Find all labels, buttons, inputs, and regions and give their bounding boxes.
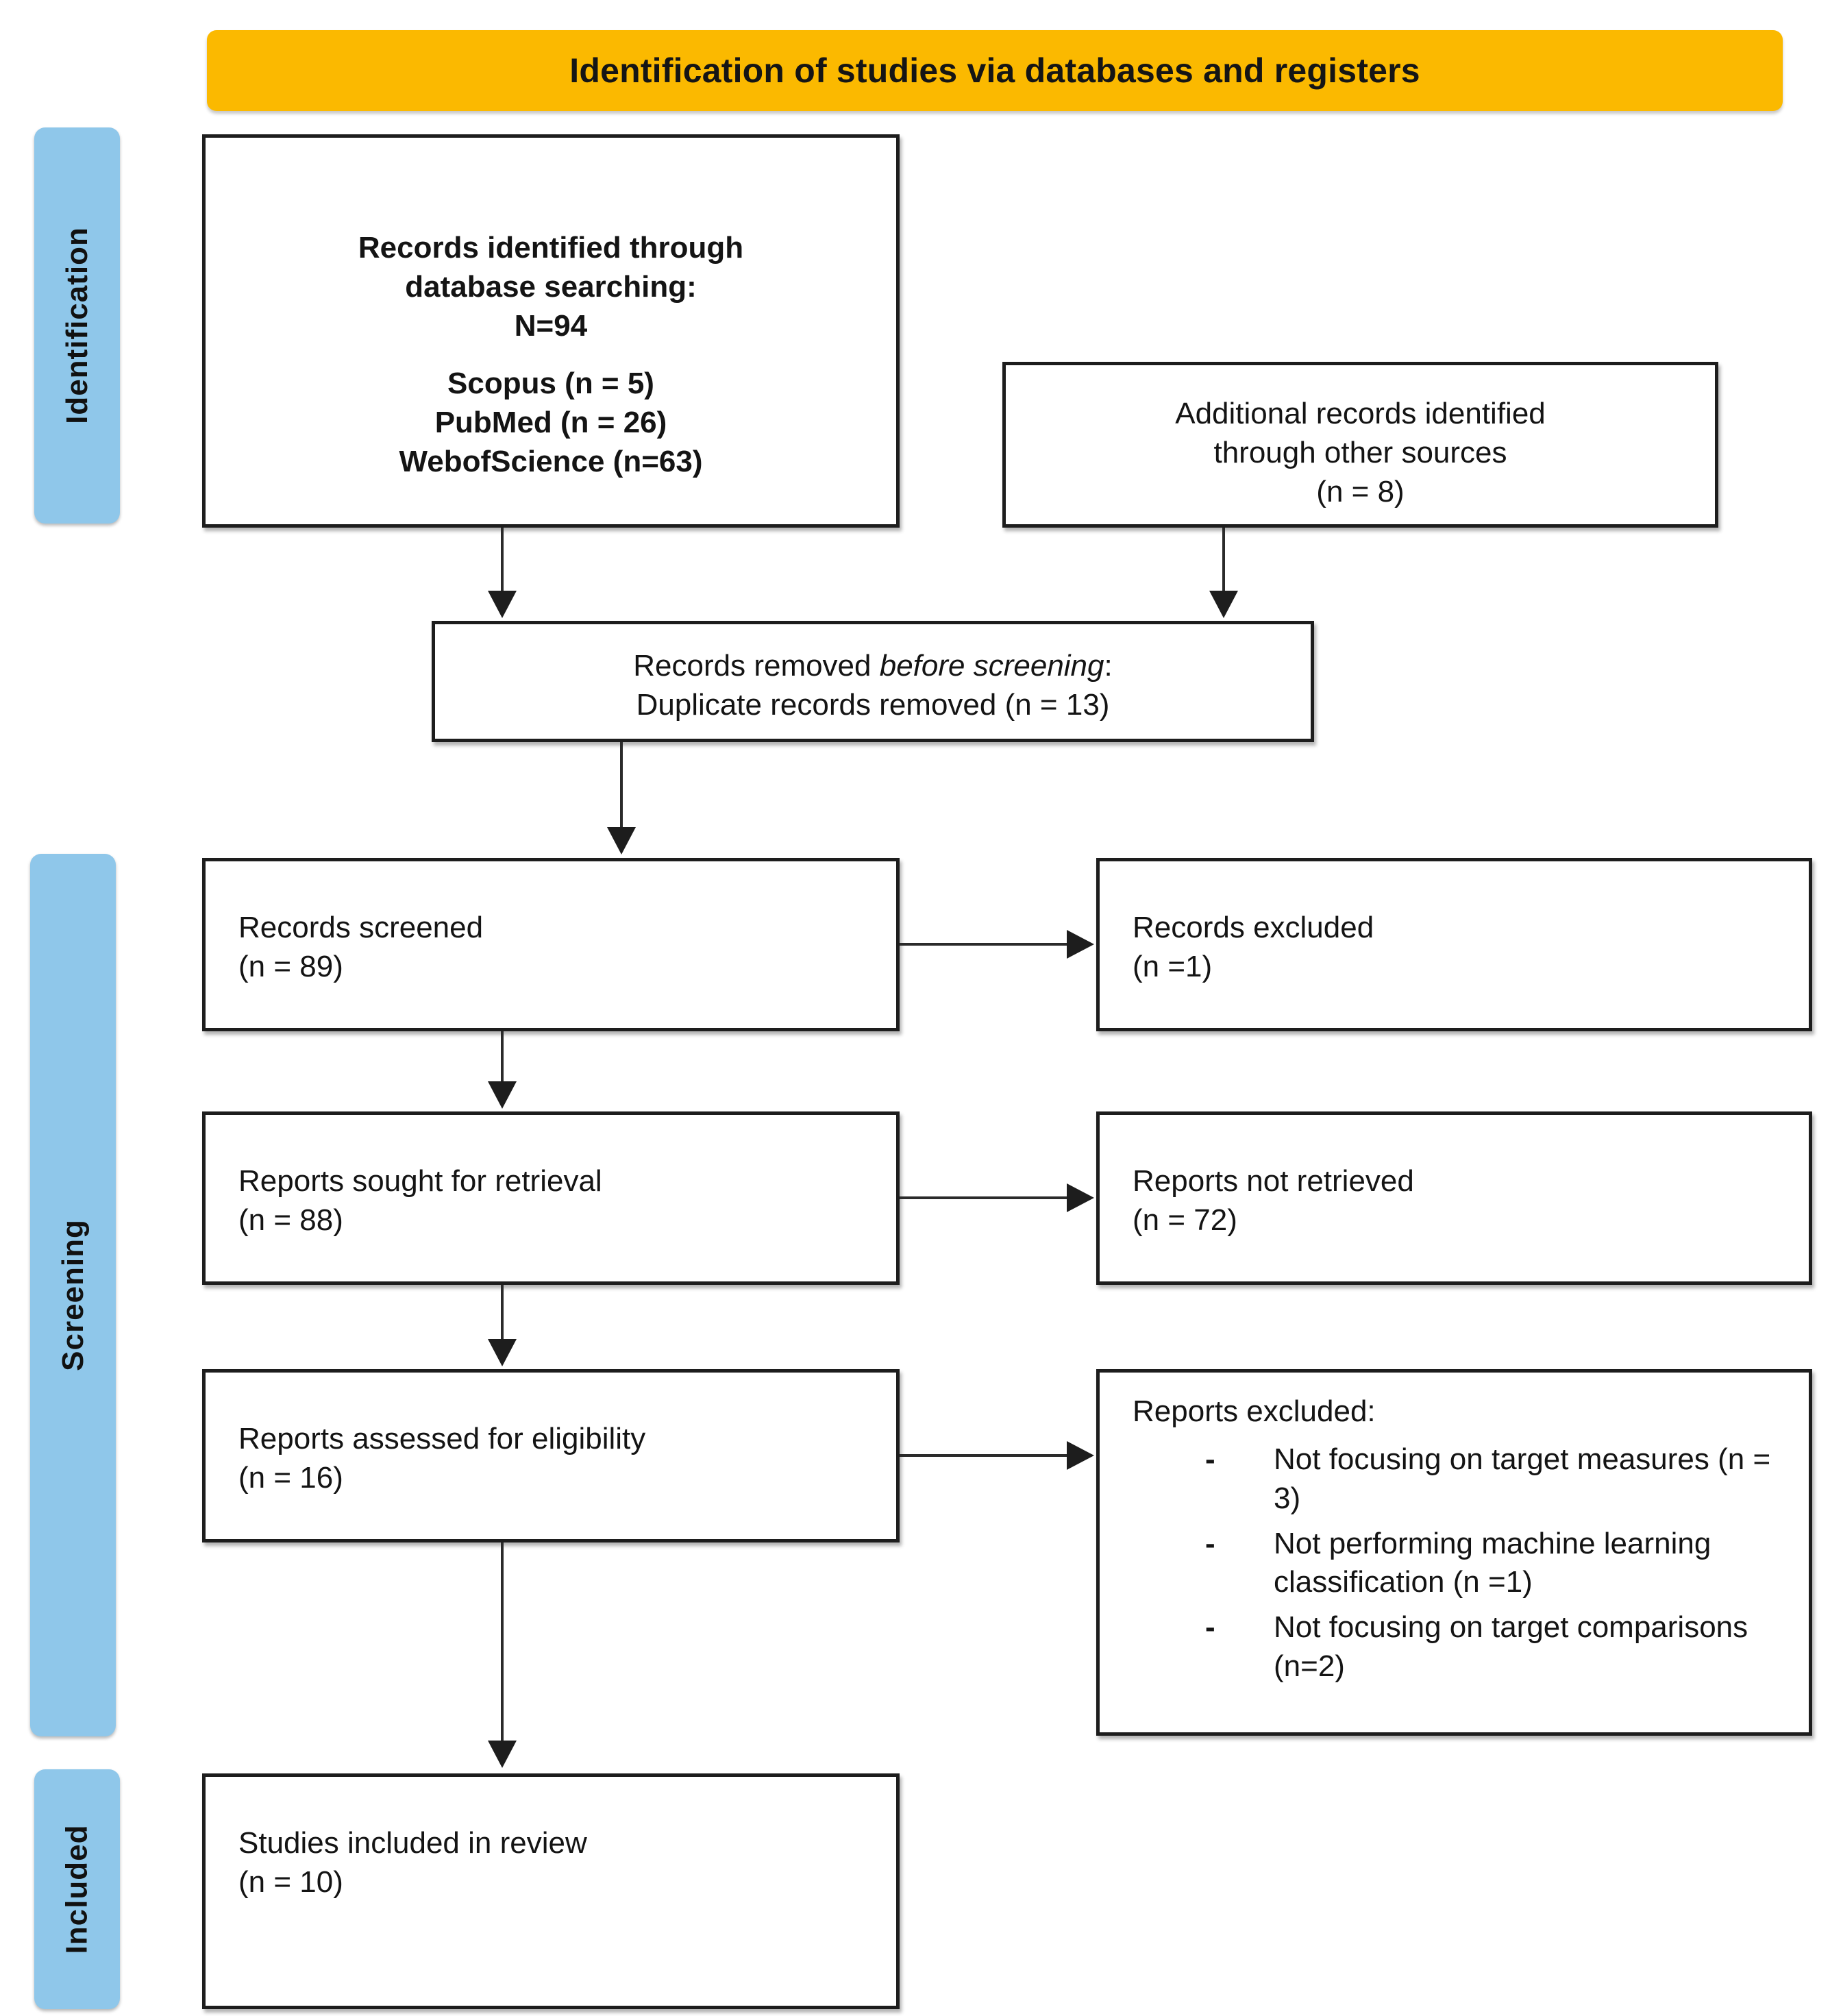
box-records-excluded: Records excluded (n =1) [1096, 858, 1812, 1031]
box-reports-excluded-text: Reports excluded: - Not focusing on targe… [1100, 1392, 1809, 1693]
box-records-identified-database: Records identified through database sear… [202, 134, 900, 528]
stage-label-included: Included [34, 1769, 120, 2009]
box-records-removed-before-screening: Records removed before screening: Duplic… [432, 621, 1314, 742]
connector-sought-to-not-retrieved-arrow [1067, 1183, 1094, 1212]
duplicates-italic: before screening [879, 649, 1104, 683]
connector-additional-to-duplicates-line [1222, 528, 1225, 595]
connector-eligibility-to-included-line [501, 1542, 504, 1745]
reports-excluded-reason-item: - Not focusing on target measures (n = 3) [1201, 1440, 1775, 1518]
db-search-total: N=94 [514, 309, 588, 343]
connector-sought-to-not-retrieved-line [900, 1196, 1069, 1199]
box-studies-included-text: Studies included in review (n = 10) [206, 1823, 896, 1902]
not-retrieved-count: (n = 72) [1133, 1203, 1237, 1238]
stage-label-identification-text: Identification [60, 227, 94, 424]
box-records-removed-text: Records removed before screening: Duplic… [435, 646, 1311, 724]
spacer [206, 346, 896, 364]
connector-screened-to-sought-line [501, 1031, 504, 1086]
additional-count: (n = 8) [1316, 475, 1405, 509]
duplicates-suffix: : [1104, 649, 1113, 683]
connector-db-search-to-duplicates-arrow [488, 591, 517, 618]
screened-count: (n = 89) [238, 950, 343, 984]
connector-screened-to-excluded-arrow [1067, 930, 1094, 959]
reports-excluded-reason-text: Not focusing on target comparisons (n=2) [1274, 1610, 1748, 1683]
bullet-dash-icon: - [1205, 1526, 1215, 1560]
stage-label-screening-text: Screening [55, 1219, 90, 1371]
box-records-excluded-text: Records excluded (n =1) [1100, 908, 1809, 986]
connector-additional-to-duplicates-arrow [1209, 591, 1238, 618]
sought-count: (n = 88) [238, 1203, 343, 1238]
included-count: (n = 10) [238, 1865, 343, 1900]
db-search-line-1: Records identified through [358, 231, 744, 265]
connector-duplicates-to-screened-line [620, 742, 623, 831]
reports-excluded-reason-list: - Not focusing on target measures (n = 3)… [1133, 1440, 1795, 1686]
included-line-1: Studies included in review [238, 1826, 587, 1860]
not-retrieved-line-1: Reports not retrieved [1133, 1164, 1414, 1198]
eligibility-line-1: Reports assessed for eligibility [238, 1422, 646, 1455]
reports-excluded-reason-text: Not performing machine learning classifi… [1274, 1526, 1711, 1599]
sought-line-1: Reports sought for retrieval [238, 1164, 602, 1198]
db-search-pubmed: PubMed (n = 26) [434, 405, 667, 439]
reports-excluded-reason-text: Not focusing on target measures (n = 3) [1274, 1442, 1771, 1515]
duplicates-line-2: Duplicate records removed (n = 13) [636, 688, 1110, 722]
connector-eligibility-to-reports-excluded-arrow [1067, 1441, 1094, 1470]
box-reports-excluded: Reports excluded: - Not focusing on targe… [1096, 1369, 1812, 1736]
box-records-screened: Records screened (n = 89) [202, 858, 900, 1031]
reports-excluded-reason-item: - Not focusing on target comparisons (n=2… [1201, 1608, 1775, 1686]
box-studies-included-in-review: Studies included in review (n = 10) [202, 1773, 900, 2009]
connector-screened-to-excluded-line [900, 943, 1069, 946]
box-records-screened-text: Records screened (n = 89) [206, 908, 896, 986]
eligibility-count: (n = 16) [238, 1461, 343, 1495]
box-reports-not-retrieved: Reports not retrieved (n = 72) [1096, 1111, 1812, 1285]
connector-sought-to-eligibility-arrow [488, 1339, 517, 1366]
connector-eligibility-to-included-arrow [488, 1741, 517, 1768]
duplicates-line-1: Records removed before screening: [435, 646, 1311, 685]
connector-sought-to-eligibility-line [501, 1285, 504, 1344]
stage-label-identification: Identification [34, 127, 120, 524]
connector-screened-to-sought-arrow [488, 1081, 517, 1109]
box-reports-assessed-text: Reports assessed for eligibility (n = 16… [206, 1419, 896, 1497]
box-reports-sought-for-retrieval: Reports sought for retrieval (n = 88) [202, 1111, 900, 1285]
box-records-identified-database-text: Records identified through database sear… [206, 228, 896, 481]
box-reports-not-retrieved-text: Reports not retrieved (n = 72) [1100, 1161, 1809, 1240]
stage-label-included-text: Included [60, 1824, 94, 1954]
db-search-scopus: Scopus (n = 5) [447, 366, 654, 400]
additional-line-1: Additional records identified [1175, 397, 1546, 430]
reports-excluded-heading: Reports excluded: [1133, 1394, 1376, 1428]
connector-eligibility-to-reports-excluded-line [900, 1454, 1069, 1457]
box-reports-assessed-for-eligibility: Reports assessed for eligibility (n = 16… [202, 1369, 900, 1542]
bullet-dash-icon: - [1205, 1610, 1215, 1645]
box-additional-records: Additional records identified through ot… [1002, 362, 1718, 528]
box-reports-sought-text: Reports sought for retrieval (n = 88) [206, 1161, 896, 1240]
db-search-line-2: database searching: [405, 270, 697, 304]
connector-db-search-to-duplicates-line [501, 528, 504, 595]
box-additional-records-text: Additional records identified through ot… [1006, 394, 1715, 512]
connector-duplicates-to-screened-arrow [607, 827, 636, 855]
additional-line-2: through other sources [1213, 436, 1507, 470]
phase-banner-identification: Identification of studies via databases … [207, 30, 1783, 111]
records-excluded-count: (n =1) [1133, 950, 1213, 984]
phase-banner-label: Identification of studies via databases … [569, 51, 1420, 90]
stage-label-screening: Screening [30, 854, 116, 1736]
reports-excluded-reason-item: - Not performing machine learning classif… [1201, 1525, 1775, 1602]
records-excluded-line-1: Records excluded [1133, 911, 1374, 944]
db-search-webofscience: WebofScience (n=63) [399, 444, 703, 478]
bullet-dash-icon: - [1205, 1442, 1215, 1477]
duplicates-prefix: Records removed [633, 649, 880, 683]
screened-line-1: Records screened [238, 911, 484, 944]
